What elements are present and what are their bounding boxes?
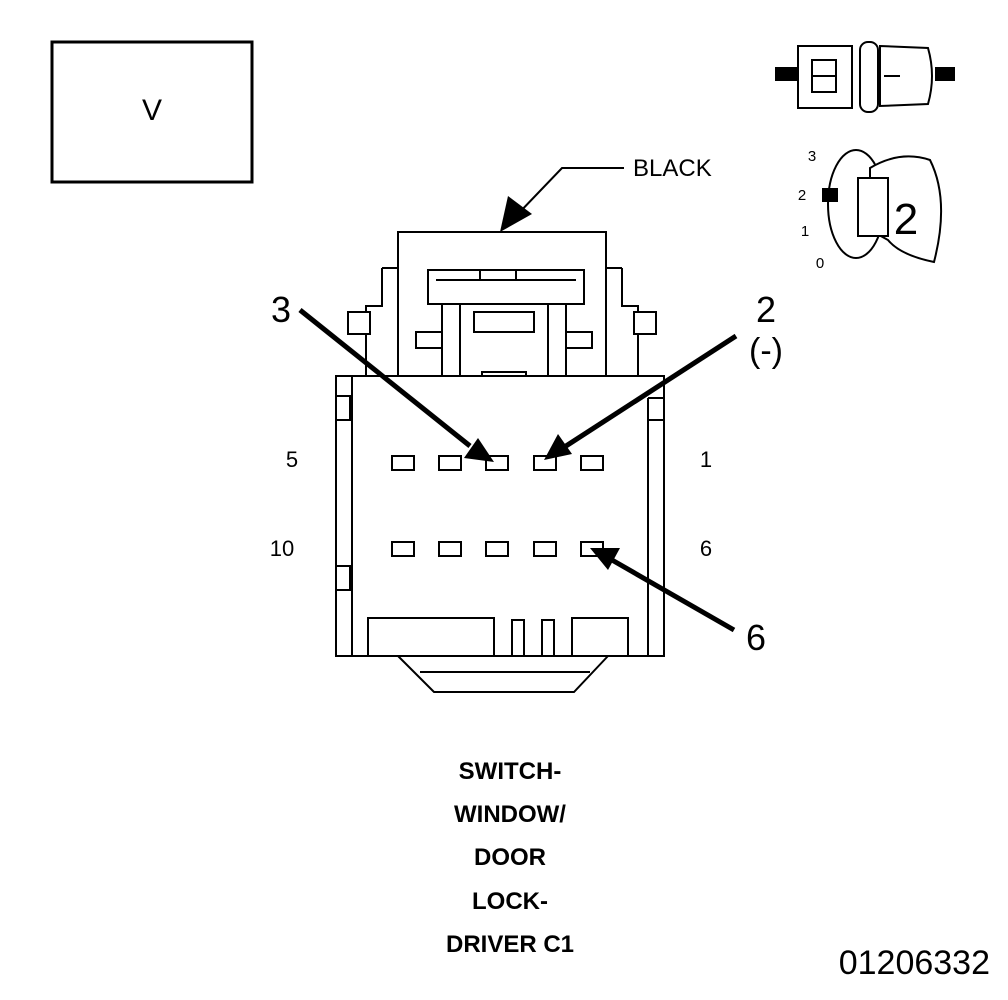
title-line-3: DOOR (474, 844, 546, 871)
row-label-6: 6 (700, 536, 712, 561)
row-label-5: 5 (286, 447, 298, 472)
title-line-5: DRIVER C1 (445, 931, 575, 958)
key-position-label: 2 (894, 195, 918, 244)
callout-arrow-pin6 (590, 548, 736, 633)
row-label-1: 1 (700, 447, 712, 472)
cavity-5 (391, 455, 415, 471)
view-indicator-box: V (50, 40, 254, 184)
callout-2: 2 (756, 289, 776, 330)
connector-halves-icon (775, 41, 955, 113)
cavity-8 (485, 541, 509, 557)
key-scale-2: 2 (798, 187, 806, 204)
callout-arrow-pin2 (544, 333, 738, 460)
key-scale-1: 1 (801, 223, 809, 240)
callout-arrow-pin3 (298, 308, 494, 462)
ignition-key-icon: 2 3 2 1 0 (798, 148, 943, 272)
callout-3: 3 (271, 289, 291, 330)
title-line-1: SWITCH- (458, 758, 562, 785)
cavity-1 (580, 455, 604, 471)
row-label-10: 10 (270, 536, 294, 561)
key-scale-0: 0 (816, 255, 824, 272)
cavity-4 (438, 455, 462, 471)
cavity-row-top (391, 455, 604, 471)
cavity-7 (533, 541, 557, 557)
cavity-2 (533, 455, 557, 471)
connector-color-label: BLACK (633, 155, 712, 182)
cavity-10 (391, 541, 415, 557)
callout-6: 6 (746, 617, 766, 658)
color-leader-arrow (500, 167, 624, 232)
title-line-2: WINDOW/ (454, 801, 566, 828)
view-label: V (142, 94, 162, 127)
cavity-9 (438, 541, 462, 557)
callout-2-polarity: (-) (749, 332, 783, 370)
title-line-4: LOCK- (472, 888, 548, 915)
connector-body (335, 231, 665, 693)
key-scale-3: 3 (808, 148, 816, 165)
figure-number: 01206332 (838, 944, 990, 982)
